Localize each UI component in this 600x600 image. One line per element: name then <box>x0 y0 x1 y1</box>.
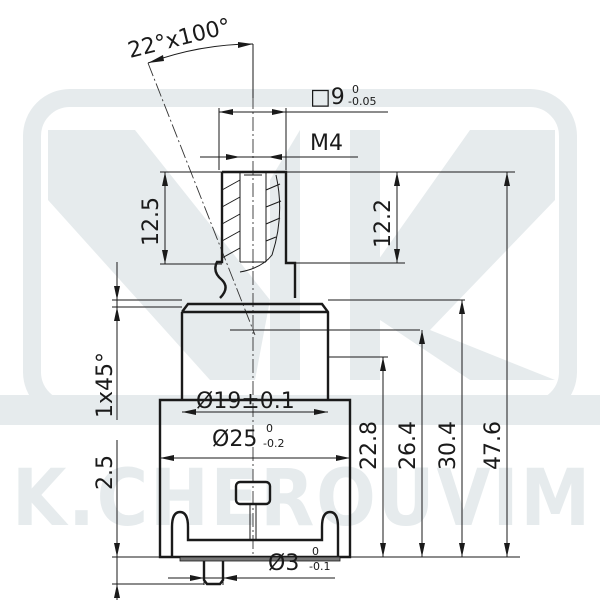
base-offset-label: 2.5 <box>93 455 118 490</box>
chamfer-dimension: 1x45° <box>93 262 182 420</box>
square-tol-upper: 0 <box>352 83 359 96</box>
square-label: □9 <box>310 85 345 110</box>
watermark-logo <box>0 89 600 425</box>
chamfer-label: 1x45° <box>93 352 118 418</box>
angle-dimension: 22°x100° <box>125 14 254 98</box>
upper-body <box>180 302 420 400</box>
watermark-text: K.CHEROUVIM <box>12 454 592 544</box>
h22-8-label: 22.8 <box>357 421 382 470</box>
d3-tol-lower: -0.1 <box>309 560 330 573</box>
d3-label: Ø3 <box>268 551 299 576</box>
thread-dimension: M4 <box>200 131 358 160</box>
d25-label: Ø25 <box>212 427 257 452</box>
height-dimensions: 22.8 26.4 30.4 47.6 <box>328 172 520 558</box>
angle-projection-line <box>147 62 256 336</box>
square-tol-lower: -0.05 <box>348 95 376 108</box>
d3-tol-upper: 0 <box>312 545 319 558</box>
h26-4-label: 26.4 <box>396 421 421 470</box>
stem-height-right: 12.2 <box>371 199 396 248</box>
stem-height-left-dimension: 12.5 <box>139 171 222 265</box>
stem-height-left: 12.5 <box>139 197 164 246</box>
square-dimension: □9 0 -0.05 <box>218 83 388 170</box>
h47-6-label: 47.6 <box>481 421 506 470</box>
d25-tol-lower: -0.2 <box>263 437 284 450</box>
d3-dimension: Ø3 0 -0.1 <box>168 545 335 585</box>
d19-label: Ø19±0.1 <box>196 389 295 414</box>
stem-height-right-dimension: 12.2 <box>286 171 515 264</box>
h30-4-label: 30.4 <box>436 421 461 470</box>
base-offset-dimension: 2.5 <box>93 440 204 600</box>
d25-tol-upper: 0 <box>266 422 273 435</box>
d19-dimension: Ø19±0.1 <box>182 389 328 415</box>
thread-label: M4 <box>310 131 343 156</box>
angle-label: 22°x100° <box>125 14 233 64</box>
d25-dimension: Ø25 0 -0.2 <box>160 422 350 461</box>
